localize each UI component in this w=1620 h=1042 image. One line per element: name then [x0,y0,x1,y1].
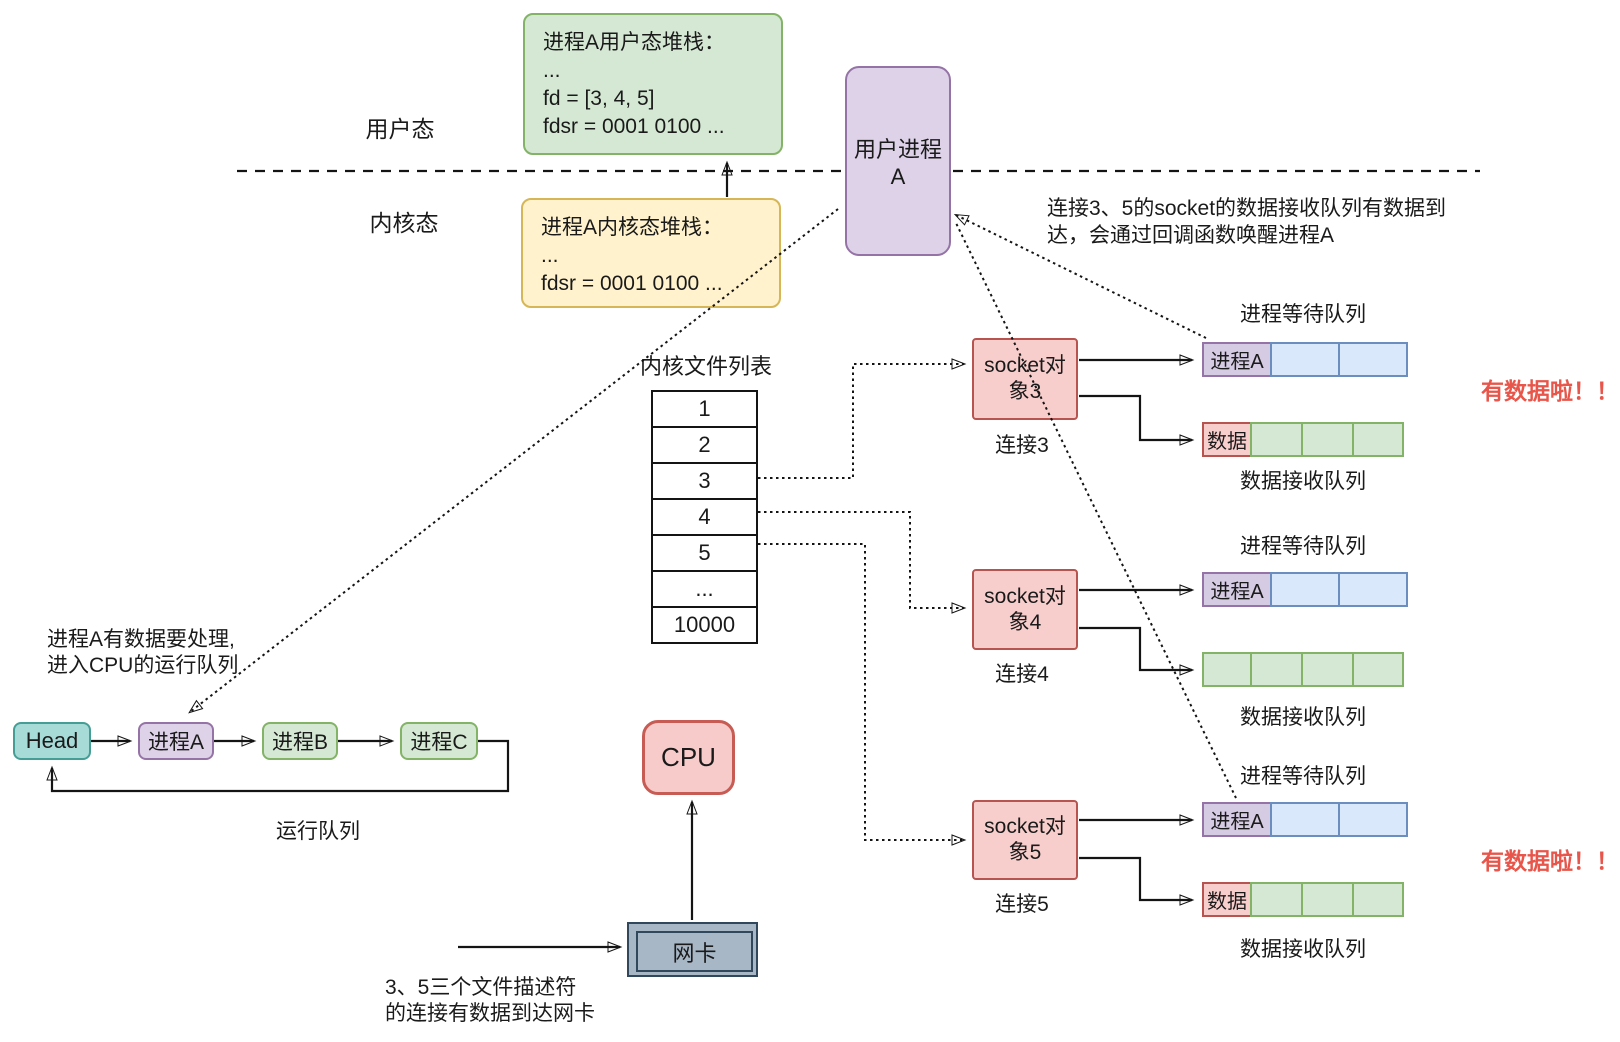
kernel-stack-title: 进程A内核态堆栈： [541,216,724,239]
run-queue-procC: 进程C [400,722,478,760]
kernel-stack-line: ... [541,244,559,267]
socket4-label-line2: 象4 [1008,610,1042,634]
run-queue-note-line1: 进程A有数据要处理, [47,628,235,651]
callback-note: 连接3、5的socket的数据接收队列有数据到 达，会通过回调函数唤醒进程A [1047,195,1479,249]
file-table-title: 内核文件列表 [639,354,772,379]
data-arrived-alert-2: 有数据啦！！ [1481,848,1619,874]
kernel-stack-box: 进程A内核态堆栈： ... fdsr = 0001 0100 ... [521,198,781,308]
user-stack-box: 进程A用户态堆栈： ... fd = [3, 4, 5] fdsr = 0001… [523,13,783,155]
socket5-wait-queue: 进程A [1202,802,1408,837]
file-table-row: 3 [653,464,756,500]
nic-note: 3、5三个文件描述符 的连接有数据到达网卡 [385,975,595,1027]
user-process-box: 用户进程A [845,66,951,256]
wait-queue-cell [1338,572,1408,607]
user-stack-title: 进程A用户态堆栈： [543,31,726,54]
kernel-mode-label: 内核态 [369,210,439,236]
socket3-label-line1: socket对 [984,354,1066,377]
run-queue-procB: 进程B [262,722,338,760]
socket5-wait-queue-procA: 进程A [1202,802,1272,837]
dotted-fd4-to-socket4 [758,511,967,614]
wait-queue-cell [1270,572,1340,607]
user-stack-line: fdsr = 0001 0100 ... [543,115,725,138]
wait-queue-cell [1270,342,1340,377]
user-mode-label: 用户态 [365,116,435,142]
data-queue-cell [1352,652,1404,687]
nic-label: 网卡 [636,931,753,972]
user-stack-line: ... [543,59,561,82]
kernel-stack-line: fdsr = 0001 0100 ... [541,272,723,295]
socket4-wait-queue: 进程A [1202,572,1408,607]
connection5-label: 连接5 [995,893,1049,916]
socket4-label-line1: socket对 [984,584,1066,608]
arrow-socket3-to-dataqueue [1079,394,1195,446]
callback-note-line2: 达，会通过回调函数唤醒进程A [1047,224,1335,247]
arrow-socket4-to-dataqueue [1079,626,1195,676]
data-queue-cell [1301,422,1354,457]
connection4-label: 连接4 [995,663,1049,686]
cpu-box: CPU [642,720,735,795]
data-queue-cell [1352,882,1404,917]
data-queue-cell [1202,652,1252,687]
socket5-wait-queue-label: 进程等待队列 [1240,765,1366,788]
file-table-row: 2 [653,428,756,464]
socket5-data-queue: 数据 [1202,882,1404,917]
wait-queue-cell [1338,802,1408,837]
socket5-data-queue-label: 数据接收队列 [1240,938,1366,961]
file-table-row: 1 [653,392,756,428]
data-queue-cell [1301,882,1354,917]
nic-note-line1: 3、5三个文件描述符 [385,976,577,999]
socket3-wait-queue: 进程A [1202,342,1408,377]
socket3-data-queue-data: 数据 [1202,422,1252,457]
run-queue-note: 进程A有数据要处理, 进入CPU的运行队列 [47,627,238,679]
data-queue-cell [1250,882,1303,917]
arrow-socket5-to-dataqueue [1079,856,1195,906]
socket4-wait-queue-label: 进程等待队列 [1240,535,1366,558]
socket3-wait-queue-procA: 进程A [1202,342,1272,377]
dotted-fd5-to-socket5 [758,543,967,846]
user-stack-line: fd = [3, 4, 5] [543,87,655,110]
file-table-row: 4 [653,500,756,536]
kernel-file-table: 1 2 3 4 5 ... 10000 [651,390,758,644]
socket4-box: socket对 象4 [972,569,1078,650]
socket5-box: socket对 象5 [972,800,1078,880]
socket3-data-queue-label: 数据接收队列 [1240,470,1366,493]
file-table-row: 5 [653,536,756,572]
run-queue-label: 运行队列 [276,820,360,843]
data-queue-cell [1352,422,1404,457]
socket5-label-line2: 象5 [1008,841,1042,864]
nic-note-line2: 的连接有数据到达网卡 [385,1002,595,1025]
data-queue-cell [1250,652,1303,687]
wait-queue-cell [1338,342,1408,377]
socket3-data-queue: 数据 [1202,422,1404,457]
connection3-label: 连接3 [995,434,1049,457]
socket5-data-queue-data: 数据 [1202,882,1252,917]
file-table-row: ... [653,572,756,608]
wait-queue-cell [1270,802,1340,837]
socket4-data-queue [1202,652,1404,687]
socket4-data-queue-label: 数据接收队列 [1240,706,1366,729]
run-queue-procA: 进程A [138,722,214,760]
run-queue-head: Head [13,722,91,760]
socket3-wait-queue-label: 进程等待队列 [1240,303,1366,326]
socket3-label-line2: 象3 [1008,380,1042,403]
callback-note-line1: 连接3、5的socket的数据接收队列有数据到 [1047,197,1447,220]
run-queue-note-line2: 进入CPU的运行队列 [47,654,239,677]
socket4-wait-queue-procA: 进程A [1202,572,1272,607]
data-arrived-alert-1: 有数据啦！！ [1481,378,1619,404]
data-queue-cell [1250,422,1303,457]
data-queue-cell [1301,652,1354,687]
socket5-label-line1: socket对 [984,815,1066,838]
dotted-fd3-to-socket3 [758,358,967,479]
nic-box: 网卡 [627,922,758,977]
socket3-box: socket对 象3 [972,338,1078,420]
file-table-row: 10000 [673,612,736,637]
